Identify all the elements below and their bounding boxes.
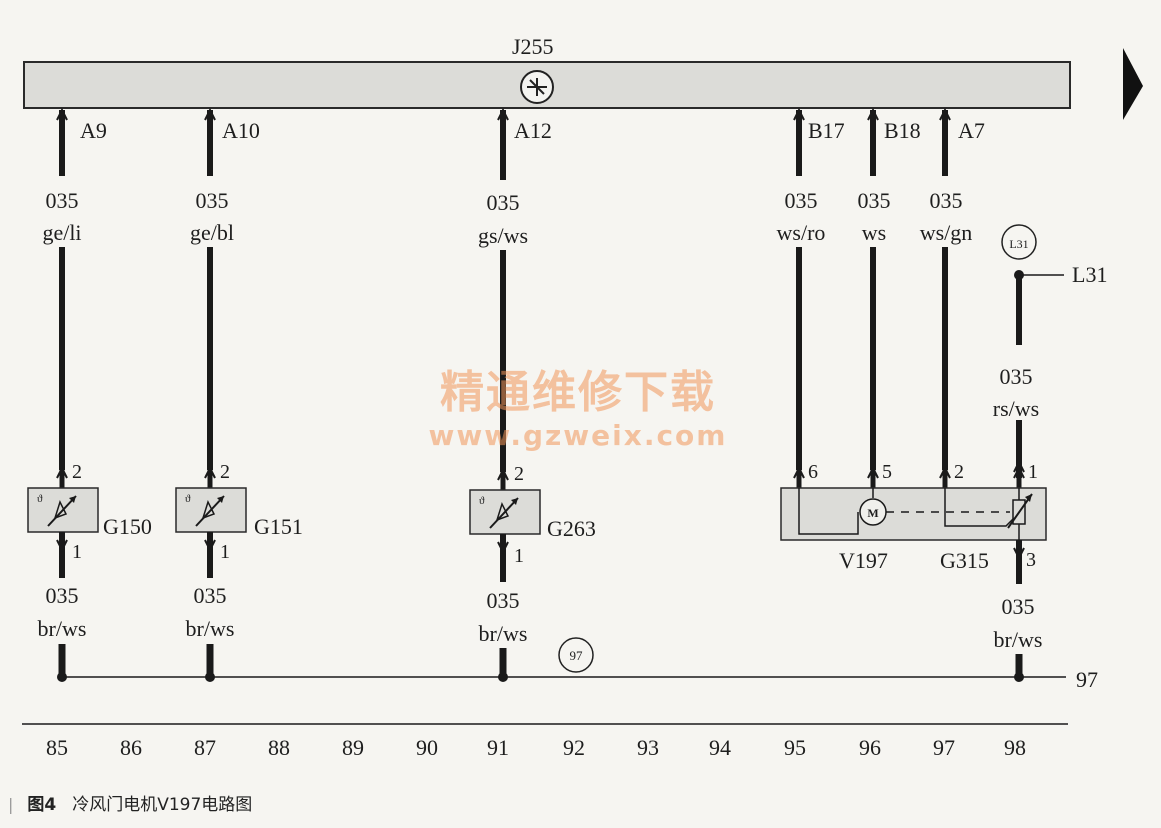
axis-number: 88 xyxy=(268,735,290,760)
svg-text:ϑ: ϑ xyxy=(479,495,485,507)
g150-wire-color: br/ws xyxy=(38,616,87,641)
g150-pin-top: 2 xyxy=(72,461,82,483)
sensor-g151: ϑ xyxy=(175,465,247,676)
axis-number: 94 xyxy=(709,735,731,760)
g315-wire-section: 035 xyxy=(1002,594,1035,619)
pot-pin-2: 2 xyxy=(954,461,964,483)
control-unit-label: J255 xyxy=(512,34,554,59)
l31-label: L31 xyxy=(1072,262,1107,287)
g151-wire-color: br/ws xyxy=(186,616,235,641)
pin-label-b18: B18 xyxy=(884,118,921,143)
wire-section-a7: 035 xyxy=(930,188,963,213)
wire-section-a12: 035 xyxy=(487,190,520,215)
g263-pin-top: 2 xyxy=(514,463,524,485)
pot-pin-3: 3 xyxy=(1026,549,1036,571)
g263-label: G263 xyxy=(547,516,596,541)
figure-number: 图4 xyxy=(27,795,57,815)
motor-unit-v197-g315 xyxy=(780,465,1047,676)
figure-caption: | 图4 冷风门电机V197电路图 xyxy=(8,790,252,815)
wiring-diagram: J255 A9 035 ge/li A10 035 ge/bl A12 035 … xyxy=(22,34,1143,760)
wire-color-a9: ge/li xyxy=(42,220,81,245)
l31-connector xyxy=(1001,224,1064,478)
wire-color-a7: ws/gn xyxy=(920,220,973,245)
wire-a9 xyxy=(56,107,68,470)
wire-b17 xyxy=(793,107,805,470)
axis-number: 86 xyxy=(120,735,142,760)
g151-wire-section: 035 xyxy=(194,583,227,608)
l31-circle-label: L31 xyxy=(1009,237,1028,251)
axis-numbers: 85 86 87 88 89 90 91 92 93 94 95 96 97 9… xyxy=(46,735,1026,760)
climate-fan-icon xyxy=(520,70,554,104)
axis-number: 85 xyxy=(46,735,68,760)
g150-label: G150 xyxy=(103,514,152,539)
wire-a12 xyxy=(497,107,509,472)
ground-circle-label: 97 xyxy=(570,648,584,663)
svg-text:ϑ: ϑ xyxy=(185,493,191,505)
motor-pin-5: 5 xyxy=(882,461,892,483)
caption-bar-icon: | xyxy=(8,795,14,814)
wire-a10 xyxy=(204,107,216,470)
svg-text:ϑ: ϑ xyxy=(37,493,43,505)
axis-number: 97 xyxy=(933,735,955,760)
g263-wire-color: br/ws xyxy=(479,621,528,646)
pin-label-a7: A7 xyxy=(958,118,985,143)
ground-bus-label: 97 xyxy=(1076,667,1098,692)
g315-wire-color: br/ws xyxy=(994,627,1043,652)
wire-section-a9: 035 xyxy=(46,188,79,213)
wire-color-b17: ws/ro xyxy=(777,220,826,245)
axis-number: 91 xyxy=(487,735,509,760)
continuation-arrow-icon xyxy=(1123,48,1143,120)
pin-label-a12: A12 xyxy=(514,118,552,143)
g150-pin-bottom: 1 xyxy=(72,541,82,563)
axis-number: 96 xyxy=(859,735,881,760)
axis-number: 95 xyxy=(784,735,806,760)
sensor-g150: ϑ xyxy=(27,465,99,676)
axis-number: 93 xyxy=(637,735,659,760)
pin-label-b17: B17 xyxy=(808,118,845,143)
motor-pin-6: 6 xyxy=(808,461,818,483)
pot-pin-1: 1 xyxy=(1028,461,1038,483)
g263-pin-bottom: 1 xyxy=(514,545,524,567)
g150-wire-section: 035 xyxy=(46,583,79,608)
wire-section-a10: 035 xyxy=(196,188,229,213)
g151-pin-bottom: 1 xyxy=(220,541,230,563)
l31-wire-color: rs/ws xyxy=(993,396,1039,421)
motor-symbol: M xyxy=(867,506,878,520)
wire-section-b17: 035 xyxy=(785,188,818,213)
wire-section-b18: 035 xyxy=(858,188,891,213)
sensor-g263: ϑ xyxy=(469,467,541,676)
g151-label: G151 xyxy=(254,514,303,539)
l31-wire-section: 035 xyxy=(1000,364,1033,389)
axis-number: 89 xyxy=(342,735,364,760)
wire-color-a12: gs/ws xyxy=(478,223,528,248)
wire-a7 xyxy=(939,107,951,470)
axis-number: 87 xyxy=(194,735,216,760)
wire-color-a10: ge/bl xyxy=(190,220,234,245)
axis-number: 98 xyxy=(1004,735,1026,760)
pin-label-a9: A9 xyxy=(80,118,107,143)
g263-wire-section: 035 xyxy=(487,588,520,613)
ground-bus-97 xyxy=(57,637,1066,682)
v197-label: V197 xyxy=(839,548,888,573)
wire-color-b18: ws xyxy=(862,220,886,245)
g151-pin-top: 2 xyxy=(220,461,230,483)
wire-b18 xyxy=(867,107,879,470)
axis-number: 92 xyxy=(563,735,585,760)
figure-title: 冷风门电机V197电路图 xyxy=(72,795,253,815)
pin-label-a10: A10 xyxy=(222,118,260,143)
g315-label: G315 xyxy=(940,548,989,573)
axis-number: 90 xyxy=(416,735,438,760)
